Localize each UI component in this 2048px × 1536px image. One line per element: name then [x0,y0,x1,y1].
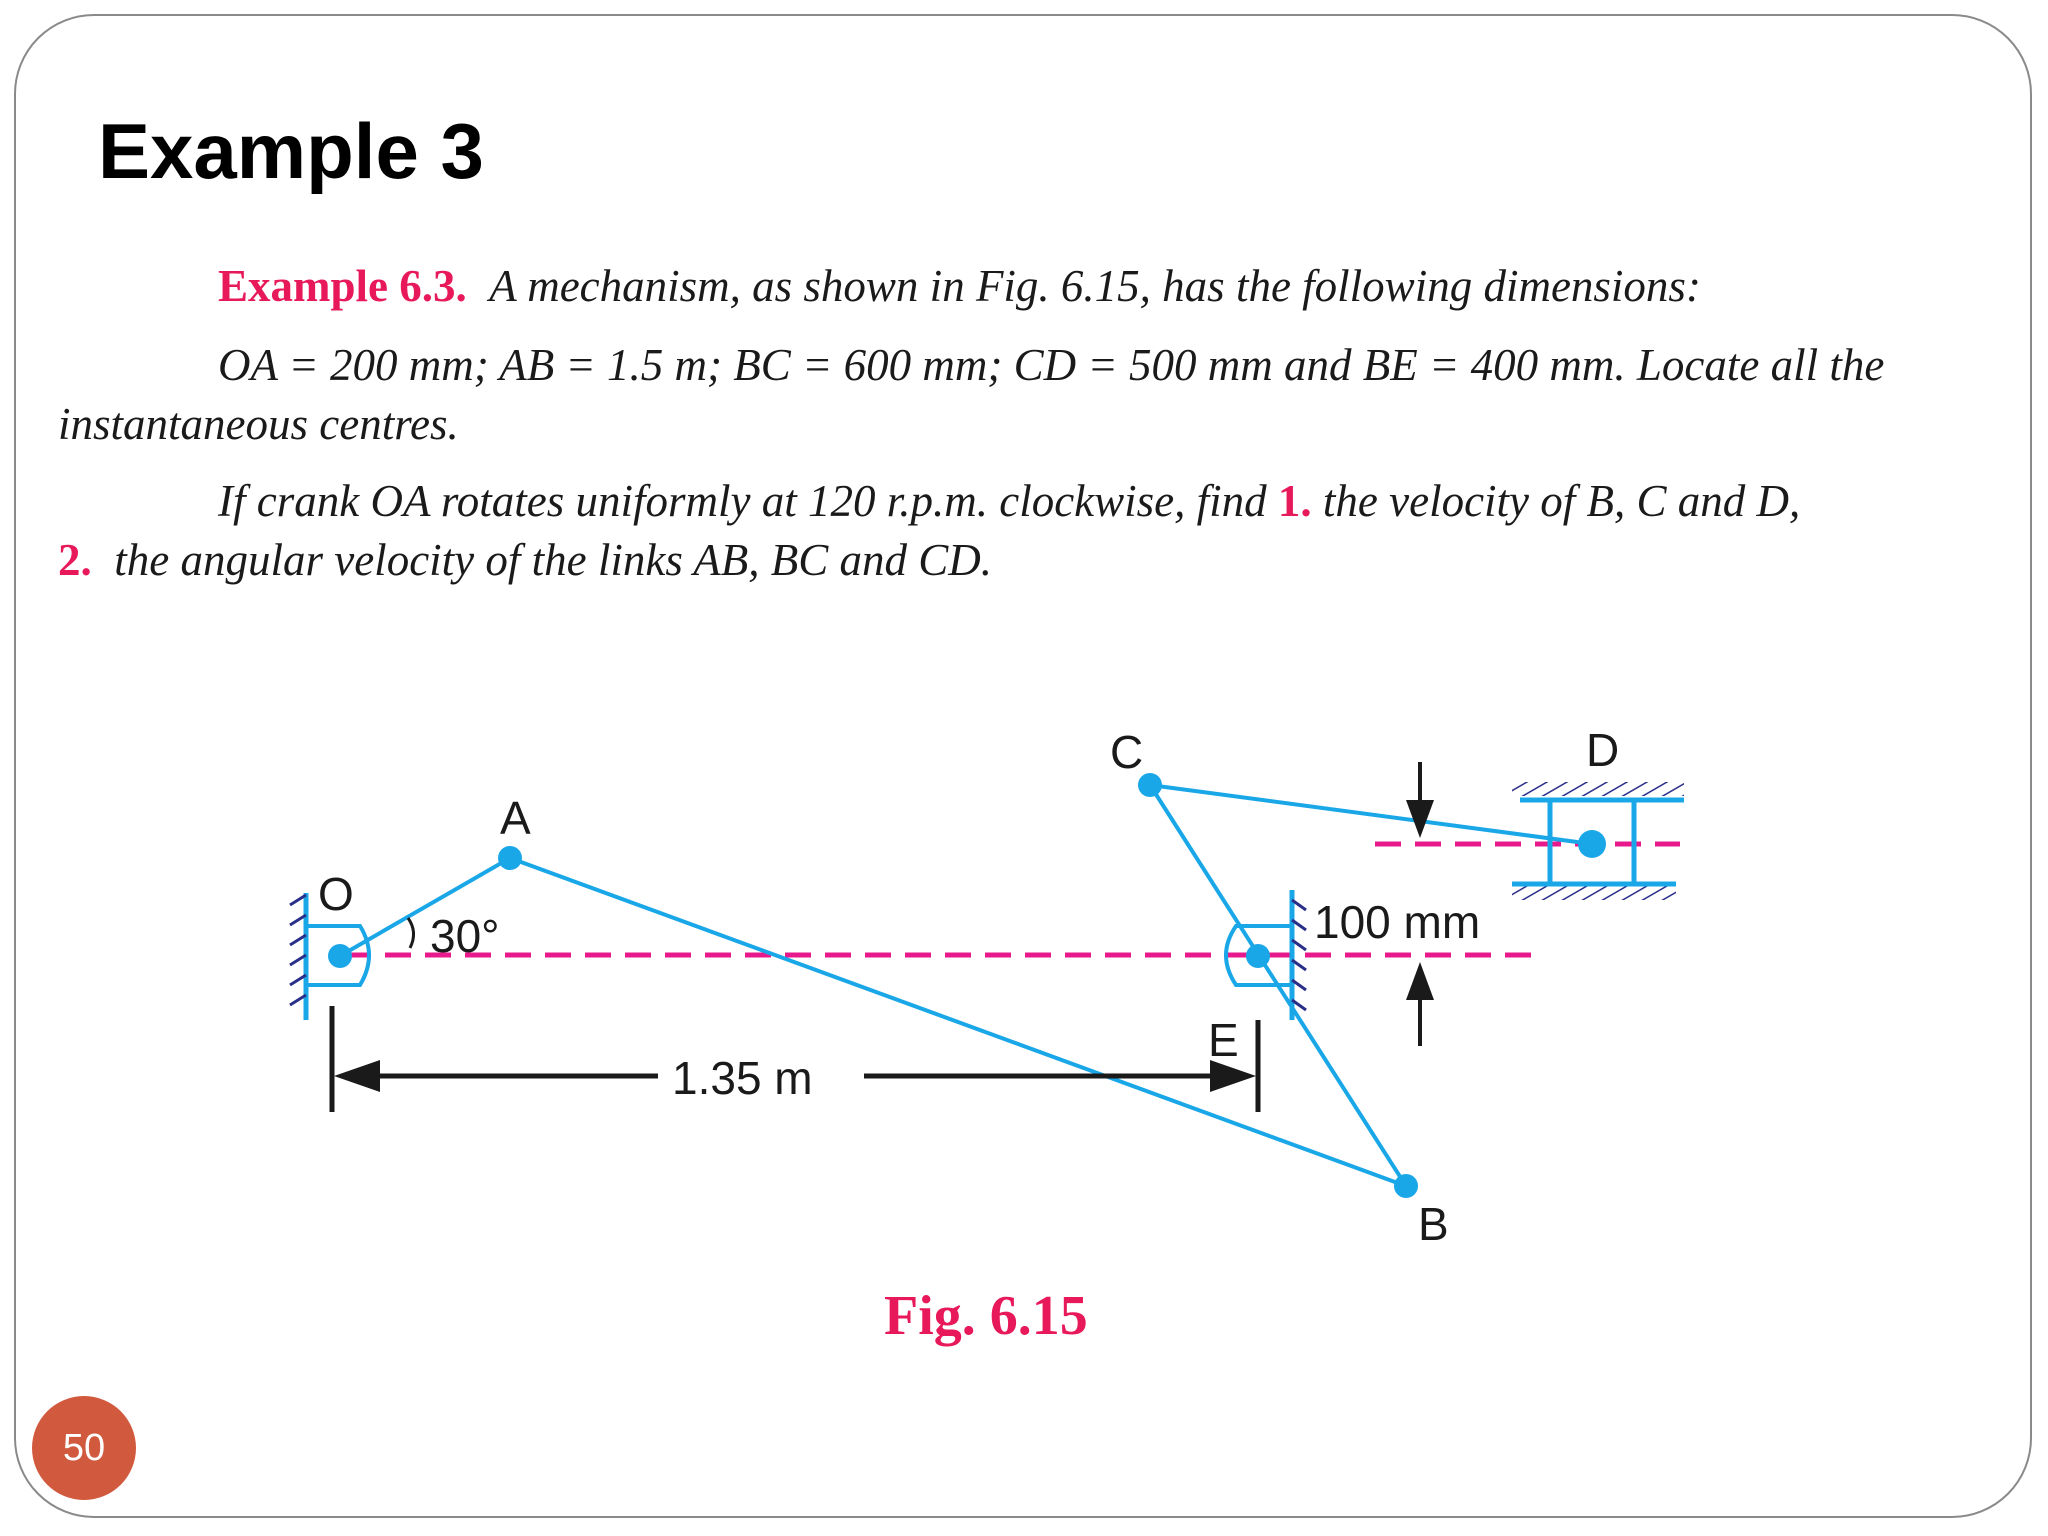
problem-line-1-text: A mechanism, as shown in Fig. 6.15, has … [489,261,1701,311]
slide-title: Example 3 [98,107,484,195]
label-o: O [318,868,354,920]
question-marker-1: 1. [1277,476,1312,526]
fixed-support-o [289,893,371,1020]
example-label: Example 6.3. [218,261,467,311]
problem-line-5-text: the angular velocity of the links AB, BC… [114,535,993,585]
problem-line-4: If crank OA rotates uniformly at 120 r.p… [218,479,1800,524]
problem-line-2: OA = 200 mm; AB = 1.5 m; BC = 600 mm; CD… [218,340,1885,390]
problem-line-4-tail: the velocity of B, C and D, [1322,476,1801,526]
label-d: D [1586,724,1619,776]
joint-d [1578,830,1606,858]
label-b: B [1418,1198,1449,1250]
problem-line-3: instantaneous centres. [58,399,459,449]
joint-c [1138,773,1162,797]
label-c: C [1110,726,1143,778]
problem-line-4-text: If crank OA rotates uniformly at 120 r.p… [218,476,1267,526]
dimension-100mm [1406,762,1434,1046]
dimension-label-horizontal: 1.35 m [672,1052,813,1104]
slide-frame [14,14,2032,1518]
link-oa [339,856,511,958]
joint-b [1394,1174,1418,1198]
link-ab [509,856,1407,1188]
joint-e [1246,944,1270,968]
figure-caption: Fig. 6.15 [884,1285,1088,1347]
angle-arc [406,917,415,949]
problem-line-1: Example 6.3. A mechanism, as shown in Fi… [218,264,1701,309]
page-number-badge: 50 [32,1396,136,1500]
problem-line-5: 2. the angular velocity of the links AB,… [58,538,992,583]
dimension-oe [329,1006,1261,1112]
label-e: E [1208,1014,1239,1066]
dimension-label-vertical: 100 mm [1314,896,1480,948]
link-cd [1149,783,1593,846]
joint-o [328,944,352,968]
fixed-support-e [1224,890,1307,1020]
joint-a [498,846,522,870]
slider-guide-d [1512,782,1684,900]
link-bc [1148,783,1408,1188]
label-a: A [500,792,531,844]
question-marker-2: 2. [58,535,92,585]
angle-label: 30° [430,910,500,962]
